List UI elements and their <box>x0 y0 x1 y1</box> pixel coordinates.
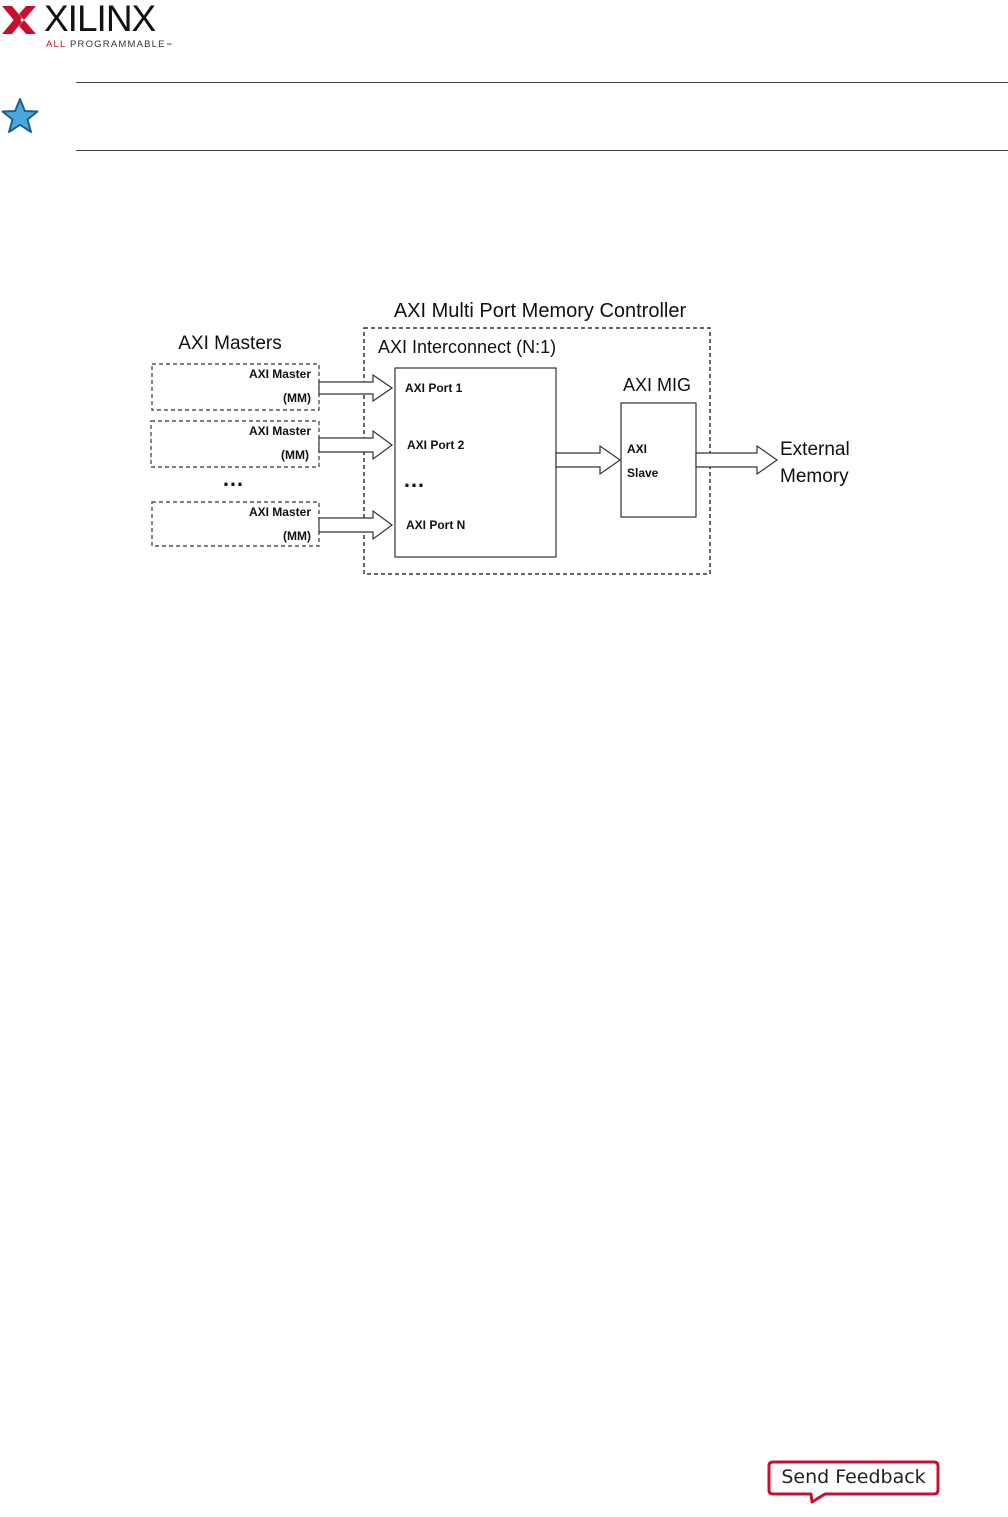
tagline-rest: PROGRAMMABLE <box>66 39 166 50</box>
external-memory-line1: External <box>780 439 850 460</box>
controller-boundary <box>363 327 711 575</box>
master-1-type: (MM) <box>283 391 311 405</box>
brand-tagline: ALL PROGRAMMABLE™ <box>46 39 173 50</box>
note-top-rule <box>76 82 1008 83</box>
diagram-title: AXI Multi Port Memory Controller <box>394 300 687 322</box>
masters-ellipsis: … <box>222 466 244 491</box>
interconnect-block <box>394 367 557 558</box>
send-feedback-button[interactable]: Send Feedback <box>767 1460 940 1504</box>
axi-slave-block <box>620 402 697 518</box>
port-n-label: AXI Port N <box>406 518 465 532</box>
star-icon <box>1 98 39 133</box>
xilinx-logo-icon <box>2 6 36 34</box>
send-feedback-label: Send Feedback <box>781 1466 926 1488</box>
master-2-label: AXI Master <box>249 424 311 438</box>
masters-heading: AXI Masters <box>178 333 281 354</box>
master-block-1: AXI Master (MM) <box>151 363 320 411</box>
feedback-bubble-icon <box>767 1460 940 1504</box>
master-n-label: AXI Master <box>249 505 311 519</box>
arrow-master-2 <box>318 429 394 461</box>
brand-wordmark: XILINX <box>44 0 156 39</box>
mig-label: AXI MIG <box>623 375 691 395</box>
master-block-2: AXI Master (MM) <box>150 420 320 468</box>
ports-ellipsis: … <box>403 467 425 492</box>
interconnect-label: AXI Interconnect (N:1) <box>378 337 556 357</box>
master-block-n: AXI Master (MM) <box>151 501 320 547</box>
slave-label-line2: Slave <box>627 466 659 480</box>
master-1-label: AXI Master <box>249 367 311 381</box>
arrow-interconnect-to-mig <box>555 444 622 476</box>
tagline-accent: ALL <box>46 39 67 50</box>
port-2-label: AXI Port 2 <box>407 438 465 452</box>
external-memory-line2: Memory <box>780 466 849 487</box>
master-n-type: (MM) <box>283 529 311 543</box>
slave-label-line1: AXI <box>627 442 647 456</box>
note-bottom-rule <box>76 150 1008 151</box>
port-1-label: AXI Port 1 <box>405 381 463 395</box>
arrow-master-n <box>318 509 394 541</box>
master-2-type: (MM) <box>281 448 309 462</box>
arrow-mig-to-memory <box>695 444 779 476</box>
arrow-master-1 <box>318 373 394 403</box>
xilinx-logo: XILINX ALL PROGRAMMABLE™ <box>0 0 175 55</box>
tagline-mark: ™ <box>165 43 173 49</box>
